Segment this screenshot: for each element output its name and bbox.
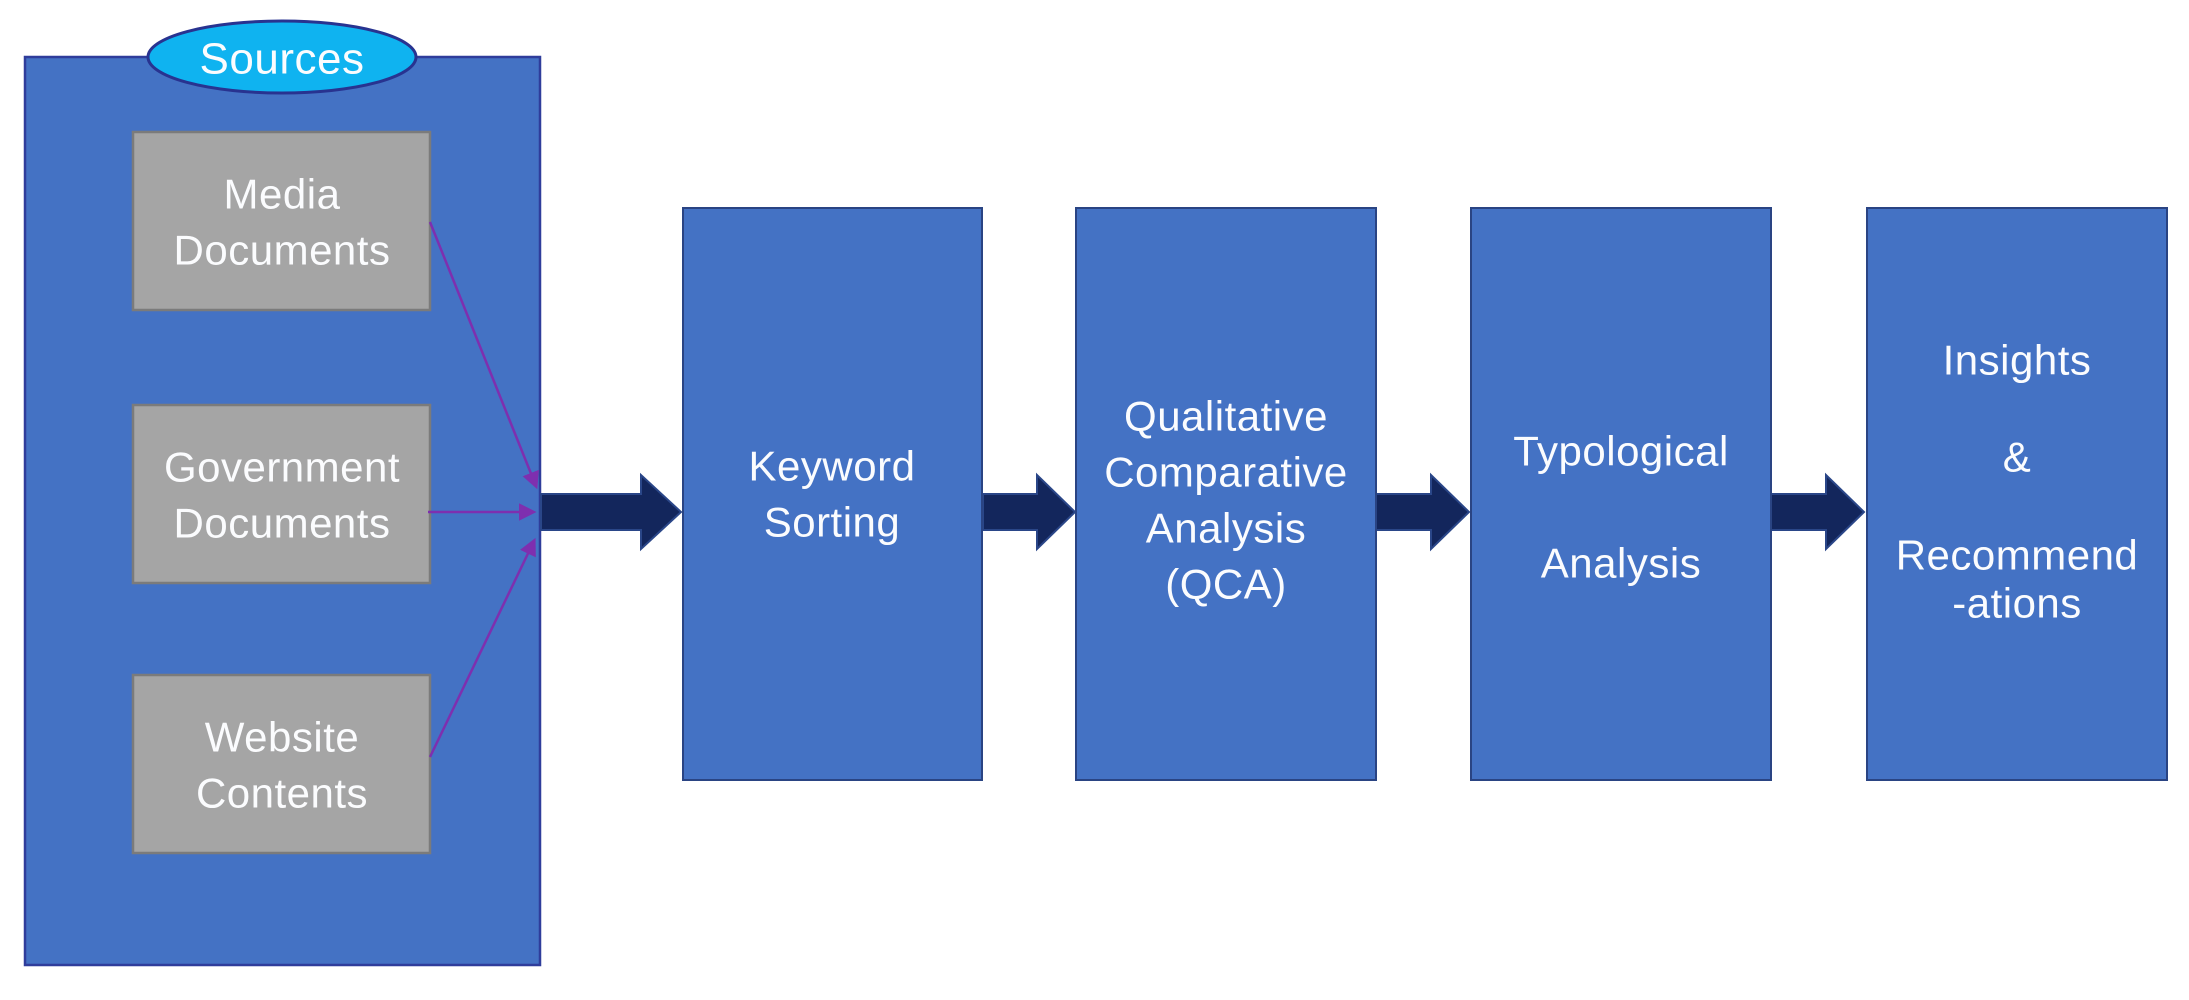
source-box-government-label-line2: Documents bbox=[174, 500, 391, 547]
flow-arrow-qca-to-typological bbox=[1375, 472, 1471, 552]
connector-website-to-flow bbox=[428, 537, 536, 758]
stage-insights-line4: -ations bbox=[1952, 580, 2082, 627]
flow-arrow-sources-to-keyword bbox=[540, 472, 683, 552]
stage-box-qca: Qualitative Comparative Analysis (QCA) bbox=[1075, 207, 1377, 781]
stage-typological-line1: Typological bbox=[1513, 428, 1729, 475]
stage-qca-line1: Qualitative bbox=[1124, 393, 1328, 440]
source-box-website: Website Contents bbox=[131, 673, 432, 855]
stage-box-insights-rect bbox=[1866, 207, 2168, 781]
stage-box-typological-rect bbox=[1470, 207, 1772, 781]
stage-box-typological-analysis: Typological Analysis bbox=[1470, 207, 1772, 781]
source-box-website-label-line1: Website bbox=[205, 714, 359, 761]
source-box-government-label-line1: Government bbox=[164, 444, 400, 491]
source-box-media-rect bbox=[131, 130, 432, 312]
stage-qca-line2: Comparative bbox=[1104, 449, 1348, 496]
stage-box-keyword-sorting: Keyword Sorting bbox=[682, 207, 983, 781]
stage-typological-line2: Analysis bbox=[1541, 540, 1701, 587]
sources-label: Sources bbox=[200, 35, 365, 84]
stage-box-insights-recommendations: Insights & Recommend -ations bbox=[1866, 207, 2168, 781]
connector-media-to-flow bbox=[428, 221, 539, 490]
stage-box-keyword-sorting-rect bbox=[682, 207, 983, 781]
source-box-media-label-line2: Documents bbox=[174, 227, 391, 274]
stage-insights-line3: Recommend bbox=[1896, 532, 2139, 579]
source-box-government-rect bbox=[131, 403, 432, 585]
stage-box-qca-rect bbox=[1075, 207, 1377, 781]
source-box-media-label-line1: Media bbox=[224, 171, 341, 218]
sources-ellipse bbox=[146, 19, 418, 95]
stage-keyword-line2: Sorting bbox=[764, 499, 901, 546]
flow-arrow-typological-to-insights bbox=[1770, 472, 1866, 552]
stage-insights-line1: Insights bbox=[1943, 337, 2092, 384]
stage-qca-line3: Analysis bbox=[1146, 505, 1306, 552]
stage-keyword-line1: Keyword bbox=[749, 443, 916, 490]
source-box-government: Government Documents bbox=[131, 403, 432, 585]
stage-insights-line2: & bbox=[2003, 434, 2032, 481]
stage-qca-line4: (QCA) bbox=[1165, 561, 1287, 608]
flow-arrow-keyword-to-qca bbox=[982, 472, 1077, 552]
source-box-website-label-line2: Contents bbox=[196, 770, 368, 817]
source-box-website-rect bbox=[131, 673, 432, 855]
source-box-media: Media Documents bbox=[131, 130, 432, 312]
